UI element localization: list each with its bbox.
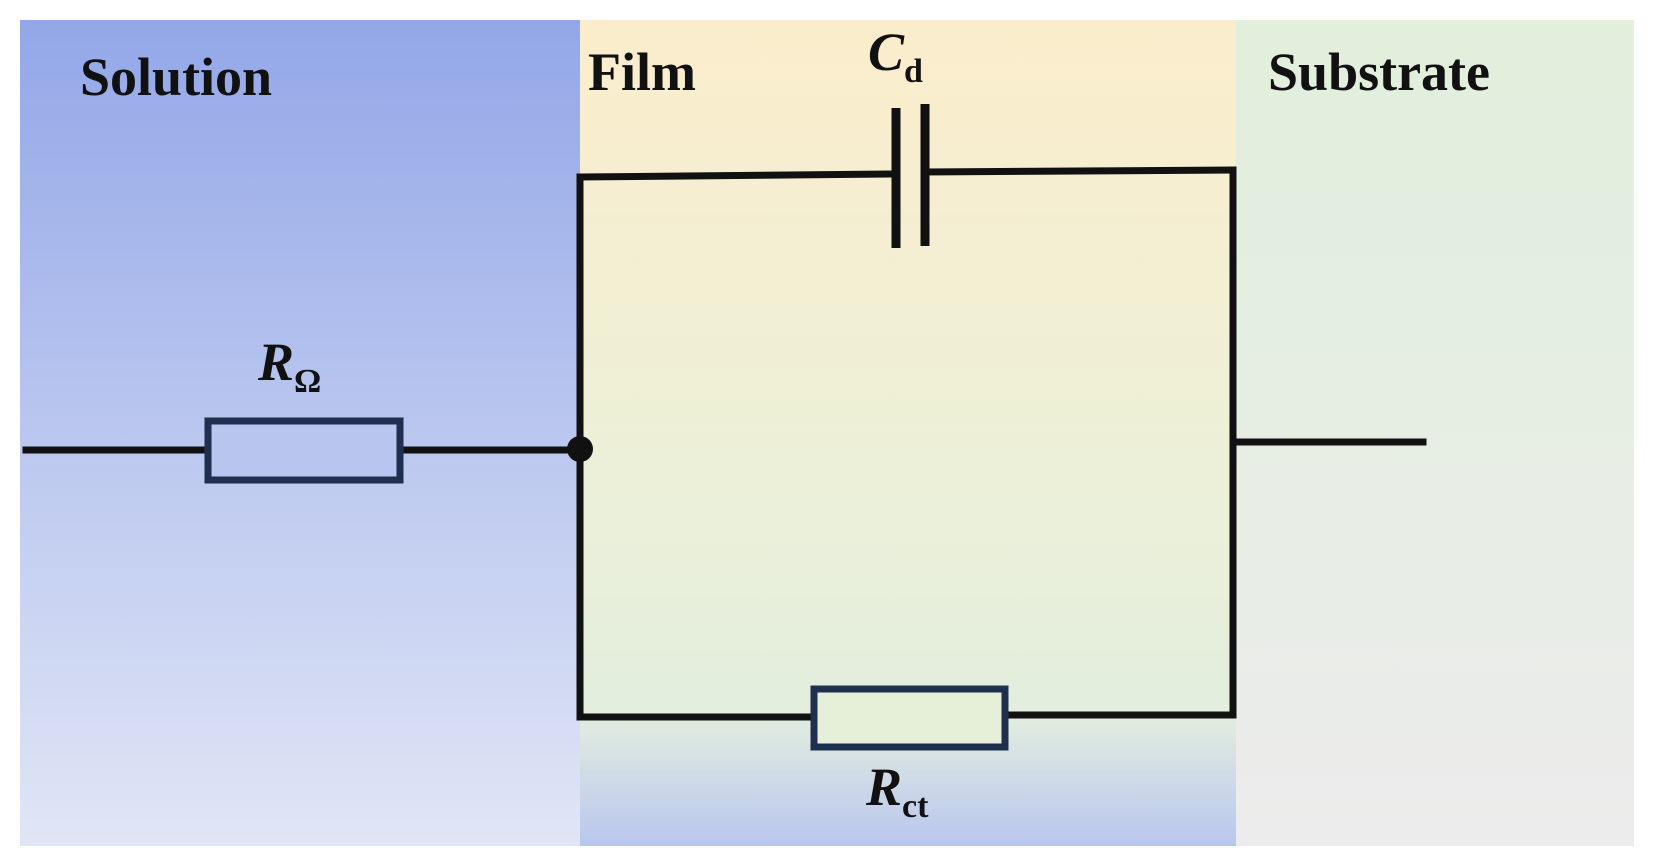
wire-top-left	[576, 170, 896, 181]
film-label: Film	[588, 42, 696, 102]
label-r-solution-symbol: R	[257, 332, 294, 392]
resistor-ct	[810, 685, 1009, 751]
resistor-solution	[204, 417, 404, 484]
substrate-region	[1236, 20, 1634, 846]
solution-label: Solution	[80, 47, 272, 107]
label-r-ct: Rct	[865, 757, 929, 825]
label-capacitor-symbol: C	[868, 22, 905, 82]
label-capacitor: Cd	[868, 22, 923, 90]
label-r-ct-subscript: ct	[902, 788, 929, 825]
junction-node	[567, 436, 593, 462]
wire-top-right	[921, 166, 1237, 176]
substrate-label: Substrate	[1268, 42, 1490, 102]
capacitor-cd	[891, 104, 930, 248]
label-r-ct-symbol: R	[865, 757, 902, 817]
label-capacitor-subscript: d	[904, 53, 923, 90]
label-r-solution: RΩ	[257, 332, 321, 400]
label-r-solution-subscript: Ω	[294, 363, 321, 400]
